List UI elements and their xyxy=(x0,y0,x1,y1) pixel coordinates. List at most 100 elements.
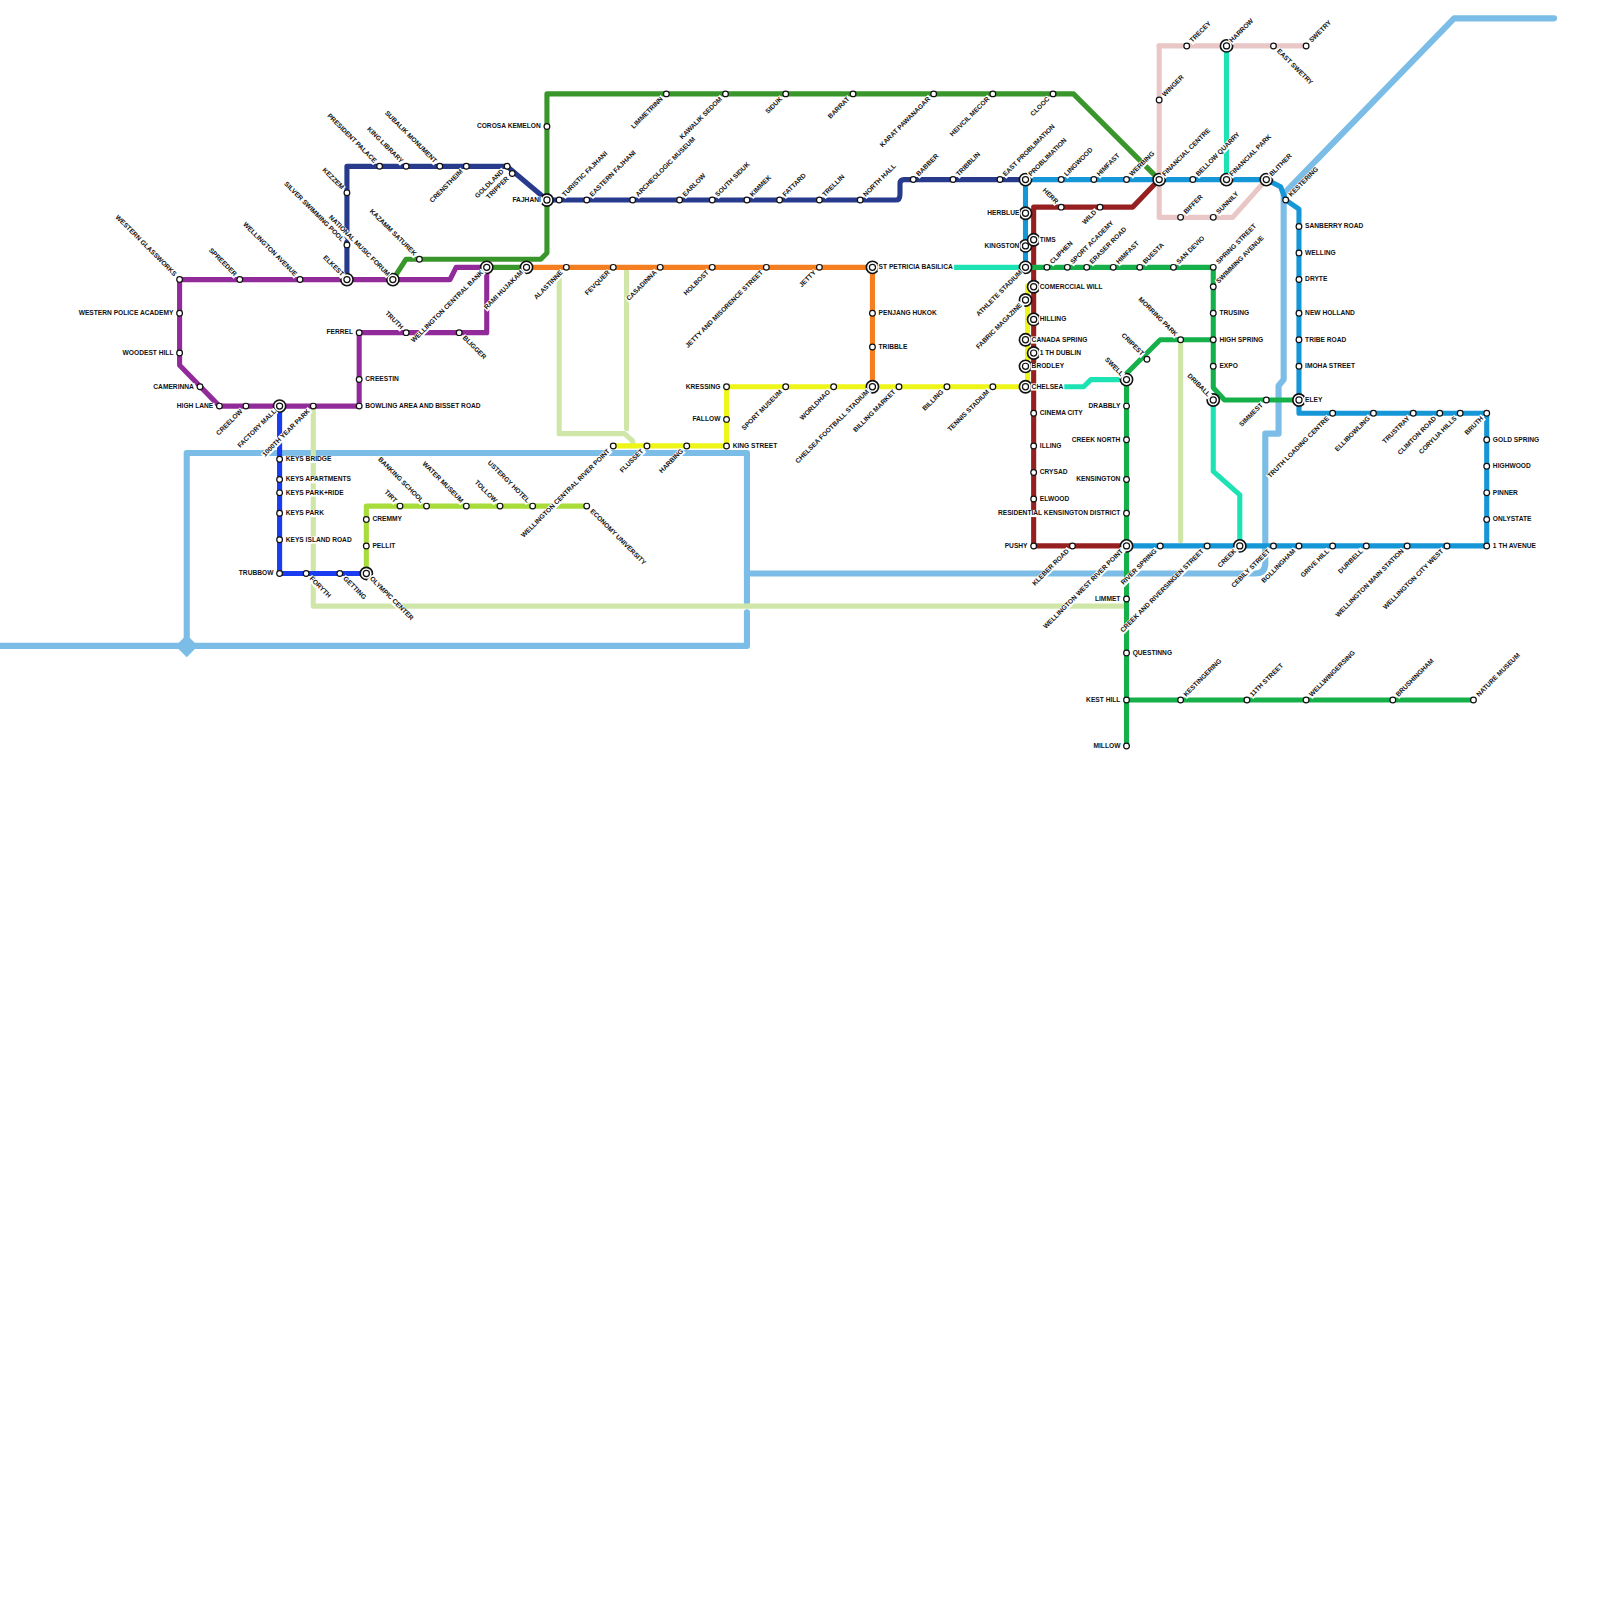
station-dot xyxy=(177,310,183,316)
station-label: DRIBALL xyxy=(1185,372,1212,399)
station-dot xyxy=(1124,596,1130,602)
station-dot xyxy=(1184,43,1190,49)
station-dot xyxy=(456,330,462,336)
station-label: CREELOW xyxy=(215,407,245,437)
station-label: KRESSING xyxy=(685,383,722,390)
station-dot xyxy=(724,443,730,449)
station-label: KINGSTON xyxy=(983,243,1020,250)
station-dot xyxy=(831,384,837,390)
station-dot xyxy=(944,384,950,390)
station-dot xyxy=(1031,543,1037,549)
station-label: TENNIS STADIUM xyxy=(946,388,992,434)
station-dot xyxy=(990,384,996,390)
station-dot xyxy=(556,197,562,203)
station-label: NEW HOLLAND xyxy=(1304,310,1356,317)
station-dot xyxy=(1210,284,1216,290)
station-dot xyxy=(1144,356,1150,362)
rail-line xyxy=(747,18,1554,573)
station-dot xyxy=(1091,177,1097,183)
station-label: TRIBBLE xyxy=(878,344,909,351)
station-dot xyxy=(437,163,443,169)
station-dot xyxy=(1484,410,1490,416)
station-dot xyxy=(417,256,423,262)
interchange-ring xyxy=(523,264,529,270)
station-label: ELKEST xyxy=(321,254,346,279)
station-dot xyxy=(1210,310,1216,316)
station-dot xyxy=(584,503,590,509)
station-label: BABBER xyxy=(915,152,941,178)
interchange-ring xyxy=(1031,237,1037,243)
station-dot xyxy=(237,277,243,283)
station-label: HIMFAST xyxy=(1095,152,1122,179)
station-dot xyxy=(709,197,715,203)
station-label: HERBLUE xyxy=(986,210,1020,217)
station-dot xyxy=(403,163,409,169)
interchange-ring xyxy=(869,264,875,270)
station-dot xyxy=(763,264,769,270)
station-dot xyxy=(1058,177,1064,183)
station-label: CRENSTHEIM xyxy=(428,168,465,205)
station-dot xyxy=(177,277,183,283)
station-dot xyxy=(377,163,383,169)
station-dot xyxy=(1157,543,1163,549)
station-label: WOODEST HILL xyxy=(122,350,175,357)
station-label: FERREL xyxy=(326,329,355,336)
interchange-ring xyxy=(1022,297,1028,303)
interchange-ring xyxy=(1156,177,1162,183)
station-dot xyxy=(277,537,283,543)
station-label: CREEK AND RIVERSINGEN STREET xyxy=(1119,547,1206,634)
interchange-ring xyxy=(1223,43,1229,49)
station-label: KIMMEK xyxy=(748,174,773,199)
station-label: TRUBBOW xyxy=(238,570,275,577)
interchange-ring xyxy=(544,197,550,203)
station-dot xyxy=(1124,510,1130,516)
station-label: ONLYSTATE xyxy=(1492,516,1533,523)
station-label: ELWOOD xyxy=(1039,496,1071,503)
station-label: ELEY xyxy=(1304,397,1323,404)
station-dot xyxy=(1330,543,1336,549)
station-dot xyxy=(744,197,750,203)
station-label: HARROW xyxy=(1228,17,1256,45)
station-label: EXPO xyxy=(1218,363,1238,370)
station-label: LIMMETRINN xyxy=(629,95,665,131)
station-label: KARAT PAWANAGAR xyxy=(878,95,932,149)
station-dot xyxy=(997,177,1003,183)
station-dot xyxy=(356,330,362,336)
station-label: KENSINGTON xyxy=(1075,476,1121,483)
station-label: ECONOMY UNIVERSITY xyxy=(588,507,648,567)
interchange-ring xyxy=(484,264,490,270)
station-dot xyxy=(1263,397,1269,403)
interchange-ring xyxy=(363,570,369,576)
station-dot xyxy=(1296,277,1302,283)
station-label: CREMMY xyxy=(371,516,403,523)
station-dot xyxy=(1271,43,1277,49)
station-dot xyxy=(1178,337,1184,343)
station-label: KEST HILL xyxy=(1085,697,1121,704)
station-dot xyxy=(684,443,690,449)
interchange-ring xyxy=(1123,543,1129,549)
station-label: KEYS APARTMENTS xyxy=(285,476,352,483)
station-dot xyxy=(297,277,303,283)
station-dot xyxy=(870,310,876,316)
station-label: SANBERRY ROAD xyxy=(1304,223,1364,230)
station-label: SIMMEST xyxy=(1238,401,1266,429)
station-dot xyxy=(677,197,683,203)
station-label: KEYS ISLAND ROAD xyxy=(285,536,353,543)
station-dot xyxy=(403,330,409,336)
station-label: WELLINGTON AVENUE xyxy=(241,220,299,278)
station-dot xyxy=(783,384,789,390)
interchange-ring xyxy=(1296,397,1302,403)
station-dot xyxy=(1124,477,1130,483)
station-label: RESIDENTIAL KENSINGTON DISTRICT xyxy=(997,510,1122,517)
station-label: 11TH STREET xyxy=(1248,662,1285,699)
station-dot xyxy=(1210,264,1216,270)
station-label: TRUSING xyxy=(1218,310,1250,317)
station-label: NORTH HALL xyxy=(861,162,898,199)
metro-line xyxy=(366,506,586,573)
station-label: SWETRY xyxy=(1307,19,1333,45)
rail-line xyxy=(0,612,747,646)
station-dot xyxy=(424,503,430,509)
station-label: TOLLOW xyxy=(472,478,498,504)
station-dot xyxy=(610,264,616,270)
station-dot xyxy=(723,91,729,97)
